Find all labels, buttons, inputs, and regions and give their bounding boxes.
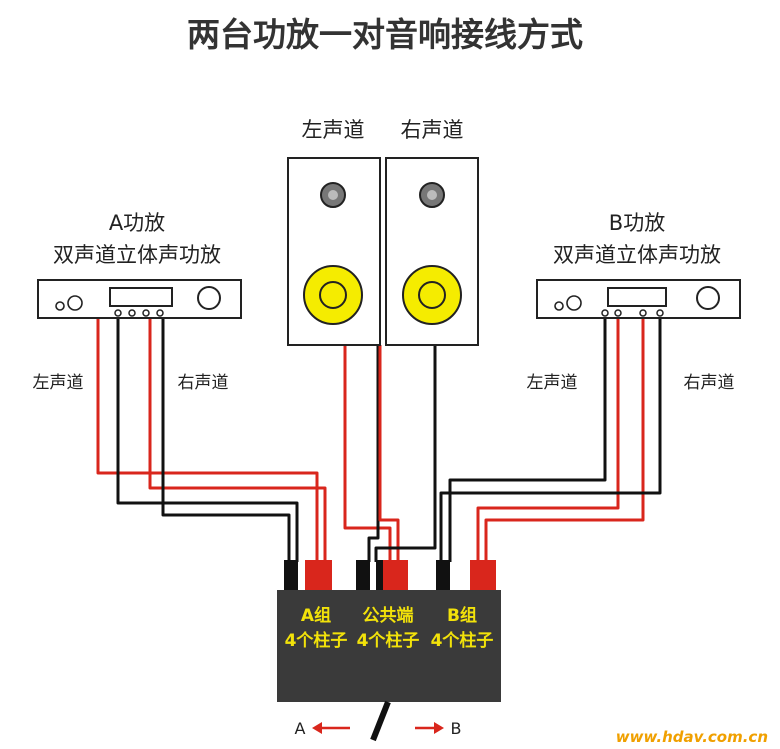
amp-a — [37, 279, 242, 319]
terminal-b-red-1 — [470, 560, 484, 590]
wires — [96, 318, 662, 562]
group-a-label: A组 — [301, 605, 331, 626]
terminal-common-black-1 — [356, 560, 370, 590]
page-title: 两台功放一对音响接线方式 — [187, 15, 583, 54]
amp-b — [536, 279, 741, 319]
arrow-a-label: A — [295, 719, 306, 738]
amp-b-title: B功放 — [609, 211, 665, 235]
amp-b-wire-left-black — [448, 318, 607, 562]
speaker-left-wire-red — [343, 345, 392, 562]
amp-b-subtitle: 双声道立体声功放 — [553, 243, 721, 267]
speaker-left-label: 左声道 — [302, 118, 365, 142]
amp-a-wire-left-red — [96, 318, 319, 562]
amp-a-small-knob-1 — [55, 301, 65, 311]
speaker-right — [385, 157, 479, 346]
watermark: www.hdav.com.cn — [616, 728, 768, 746]
amp-a-title: A功放 — [109, 211, 165, 235]
terminal-common-red-1 — [383, 560, 397, 590]
amp-a-wire-right-black — [161, 318, 291, 562]
amp-b-left-channel-label: 左声道 — [527, 373, 578, 393]
amp-b-display — [607, 287, 667, 307]
group-a-posts-label: 4个柱子 — [285, 630, 348, 651]
amp-a-left-channel-label: 左声道 — [33, 373, 84, 393]
arrow-b-label: B — [451, 719, 462, 738]
arrow-left-icon — [312, 722, 350, 734]
amp-b-wire-left-red — [476, 318, 620, 562]
amp-b-wire-right-red — [484, 318, 645, 562]
amp-b-right-channel-label: 右声道 — [684, 373, 735, 393]
speaker-left — [287, 157, 381, 346]
group-b-label: B组 — [447, 605, 477, 626]
terminal-common-red-2 — [394, 560, 408, 590]
terminal-a-black-1 — [284, 560, 298, 590]
terminal-a-red-1 — [305, 560, 319, 590]
amp-b-small-knob-2 — [566, 295, 582, 311]
terminal-posts — [284, 560, 496, 590]
amp-a-volume-knob — [197, 286, 221, 310]
amp-b-wire-right-black — [439, 318, 662, 562]
amp-a-wire-left-black — [116, 318, 299, 562]
group-b-posts-label: 4个柱子 — [431, 630, 494, 651]
amp-a-display — [109, 287, 173, 307]
terminal-a-red-2 — [318, 560, 332, 590]
amp-a-small-knob-2 — [67, 295, 83, 311]
speaker-left-wire-black — [367, 345, 380, 562]
speaker-right-label: 右声道 — [401, 118, 464, 142]
amp-b-small-knob-1 — [554, 301, 564, 311]
amp-a-right-channel-label: 右声道 — [178, 373, 229, 393]
terminal-b-black-1 — [436, 560, 450, 590]
terminal-b-red-2 — [482, 560, 496, 590]
switch-lever[interactable] — [370, 700, 391, 742]
speaker-right-wire-red — [378, 345, 400, 562]
arrow-right-icon — [415, 722, 444, 734]
common-label: 公共端 — [363, 605, 414, 626]
amp-b-volume-knob — [696, 286, 720, 310]
common-posts-label: 4个柱子 — [357, 630, 420, 651]
amp-a-wire-right-red — [148, 318, 327, 562]
switch-box — [277, 590, 501, 702]
speaker-right-wire-black — [374, 345, 437, 562]
amp-a-subtitle: 双声道立体声功放 — [53, 243, 221, 267]
